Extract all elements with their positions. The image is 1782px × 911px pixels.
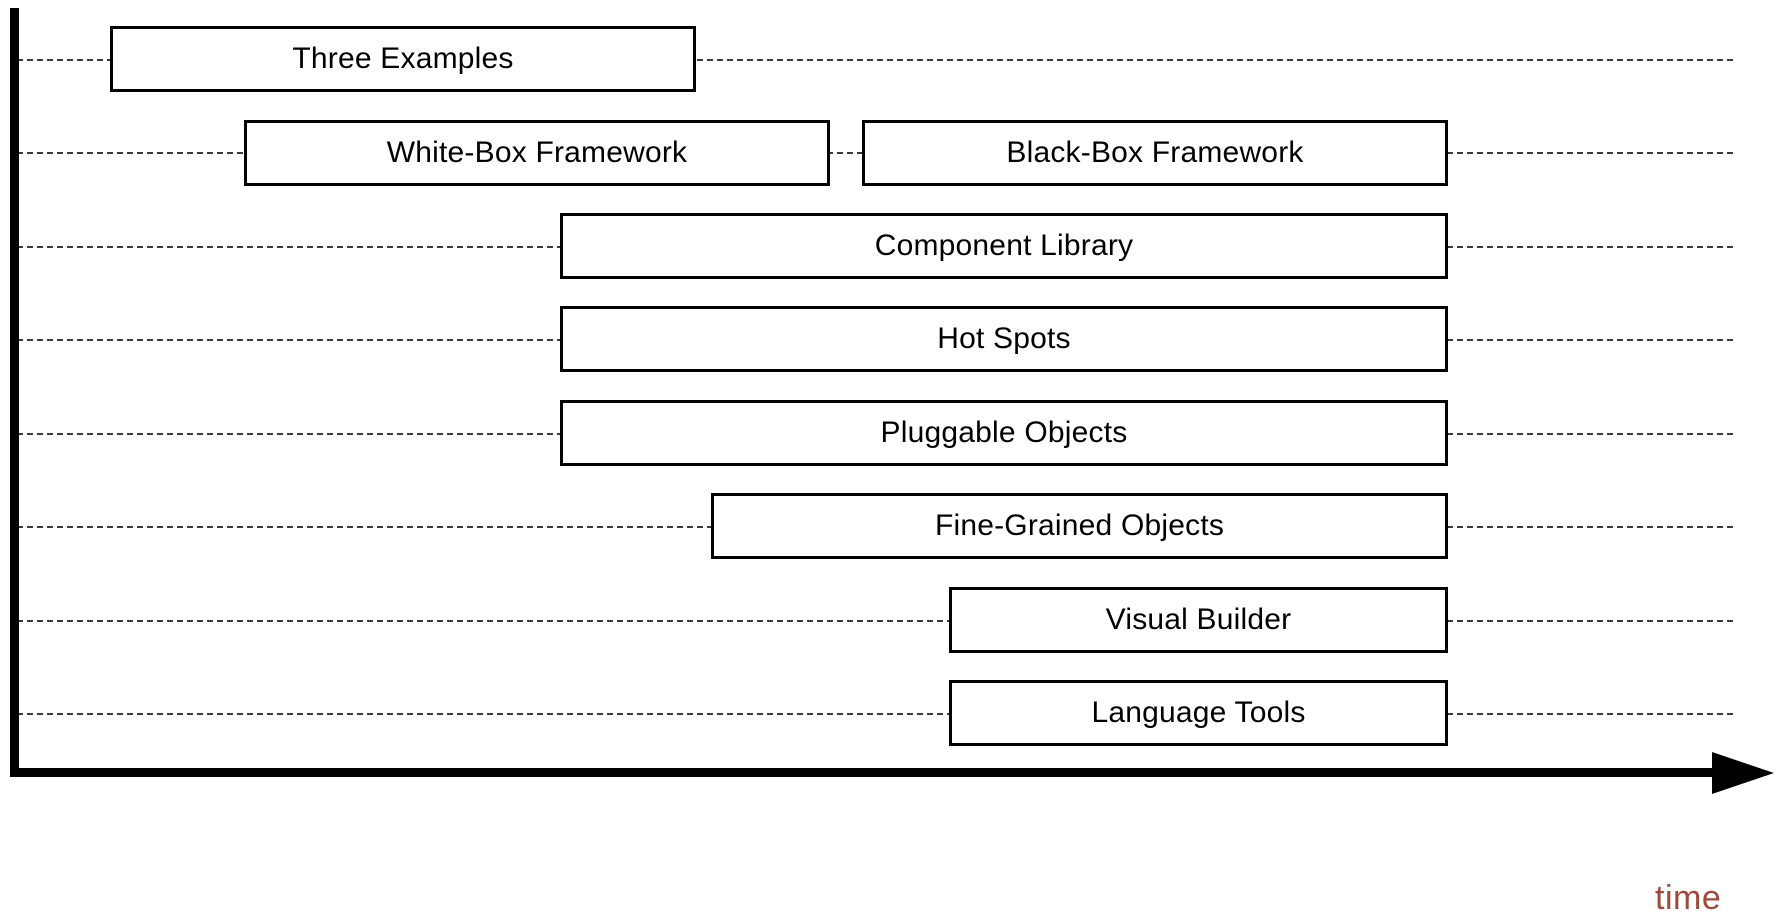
timeline-box-label: Black-Box Framework xyxy=(1006,136,1304,169)
timeline-box-white-box-framework[interactable]: White-Box Framework xyxy=(244,120,830,186)
guide-line-row-1 xyxy=(17,59,1733,61)
x-axis-arrow-icon xyxy=(1712,752,1774,794)
timeline-box-pluggable-objects[interactable]: Pluggable Objects xyxy=(560,400,1448,466)
timeline-box-label: Fine-Grained Objects xyxy=(934,509,1225,542)
timeline-box-label: Visual Builder xyxy=(1105,603,1292,636)
timeline-box-black-box-framework[interactable]: Black-Box Framework xyxy=(862,120,1448,186)
x-axis-line xyxy=(10,768,1735,777)
timeline-box-hot-spots[interactable]: Hot Spots xyxy=(560,306,1448,372)
timeline-box-label: Component Library xyxy=(874,229,1134,262)
timeline-box-three-examples[interactable]: Three Examples xyxy=(110,26,696,92)
timeline-box-label: Three Examples xyxy=(292,42,514,75)
timeline-box-fine-grained-objects[interactable]: Fine-Grained Objects xyxy=(711,493,1448,559)
guide-line-row-8 xyxy=(17,713,1733,715)
timeline-box-language-tools[interactable]: Language Tools xyxy=(949,680,1448,746)
timeline-box-label: Language Tools xyxy=(1091,696,1306,729)
y-axis-line xyxy=(10,8,19,776)
timeline-box-visual-builder[interactable]: Visual Builder xyxy=(949,587,1448,653)
timeline-box-label: Pluggable Objects xyxy=(880,416,1128,449)
timeline-box-label: Hot Spots xyxy=(937,322,1071,355)
x-axis-label: time xyxy=(1655,879,1722,911)
guide-line-row-7 xyxy=(17,620,1733,622)
timeline-box-label: White-Box Framework xyxy=(386,136,688,169)
timeline-box-component-library[interactable]: Component Library xyxy=(560,213,1448,279)
